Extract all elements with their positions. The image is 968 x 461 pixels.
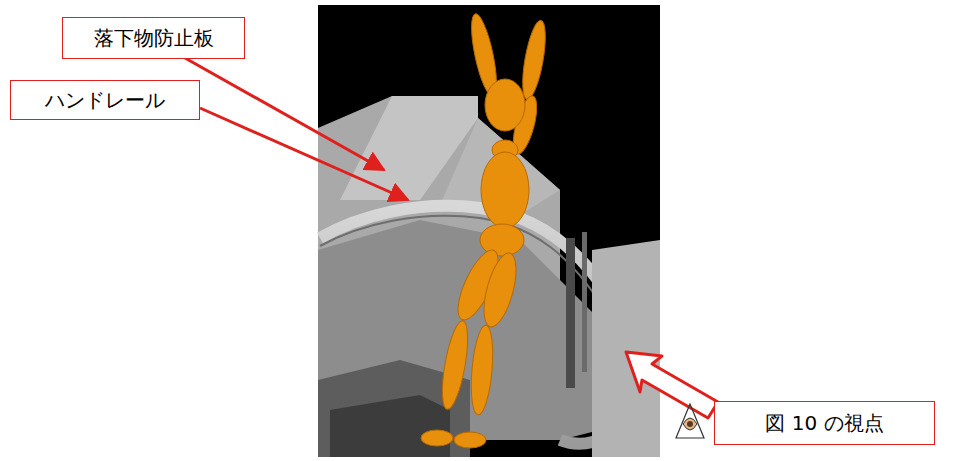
floor-shadow bbox=[330, 395, 450, 457]
callout-box: 図 10 の視点 bbox=[714, 401, 935, 445]
callout-text: 図 10 の視点 bbox=[765, 410, 883, 437]
callout-box: ハンドレール bbox=[10, 80, 200, 120]
eye-icon bbox=[676, 404, 704, 438]
handrail bbox=[320, 206, 639, 444]
render-background bbox=[318, 5, 660, 457]
viewpoint-arrow bbox=[626, 352, 718, 418]
post bbox=[582, 232, 587, 372]
callout-text: ハンドレール bbox=[45, 87, 165, 114]
right-panel bbox=[592, 240, 660, 457]
callout-text: 落下物防止板 bbox=[94, 25, 214, 52]
post bbox=[566, 238, 575, 388]
leader-arrow bbox=[200, 108, 408, 200]
callout-box: 落下物防止板 bbox=[62, 17, 245, 59]
mannequin bbox=[421, 12, 550, 448]
